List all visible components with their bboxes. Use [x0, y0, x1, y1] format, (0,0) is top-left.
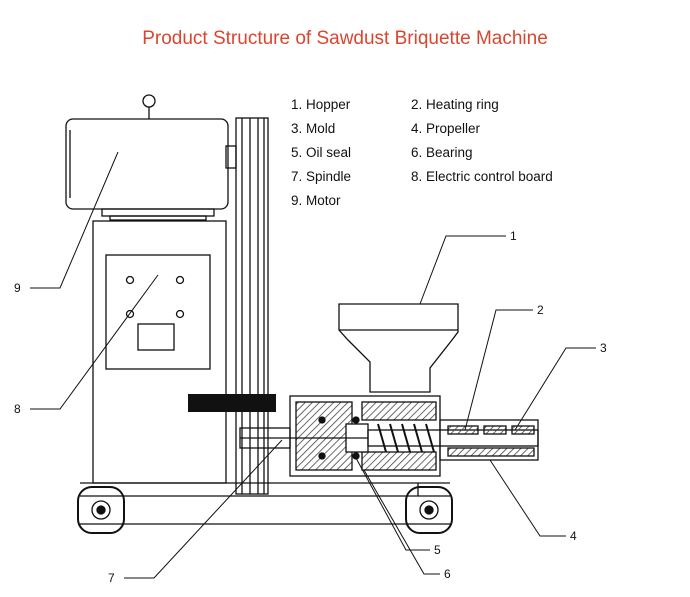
legend-item-bearing: 6. Bearing [411, 145, 473, 160]
electric-control-board [105, 254, 211, 370]
base-frame [80, 482, 450, 525]
callout-2: 2 [537, 303, 544, 317]
callout-5: 5 [434, 543, 441, 557]
hopper [338, 303, 459, 393]
spindle [239, 427, 368, 449]
motor [65, 94, 237, 221]
legend-item-hopper: 1. Hopper [291, 97, 351, 112]
legend-item-mold: 3. Mold [291, 121, 336, 136]
callout-7: 7 [108, 571, 115, 585]
callout-4: 4 [570, 529, 577, 543]
belt-guard [235, 117, 269, 495]
parts-legend: 1. Hopper 2. Heating ring 3. Mold 4. Pro… [291, 96, 581, 209]
legend-item-heating-ring: 2. Heating ring [411, 97, 499, 112]
legend-item-control-board: 8. Electric control board [411, 169, 553, 184]
diagram-title: Product Structure of Sawdust Briquette M… [142, 28, 548, 49]
callout-8: 8 [14, 402, 21, 416]
front-wheel [77, 486, 125, 534]
machine-cabinet [92, 220, 227, 484]
legend-item-motor: 9. Motor [291, 193, 341, 208]
callout-3: 3 [600, 341, 607, 355]
callout-9: 9 [14, 281, 21, 295]
legend-item-oil-seal: 5. Oil seal [291, 145, 352, 160]
extruder-housing [289, 395, 441, 477]
legend-item-spindle: 7. Spindle [291, 169, 352, 184]
mold [439, 419, 539, 461]
callout-6: 6 [444, 567, 451, 581]
callout-1: 1 [510, 229, 517, 243]
rear-wheel [405, 486, 453, 534]
label-bar [188, 394, 276, 412]
leader-lines [30, 151, 596, 579]
legend-item-propeller: 4. Propeller [411, 121, 481, 136]
